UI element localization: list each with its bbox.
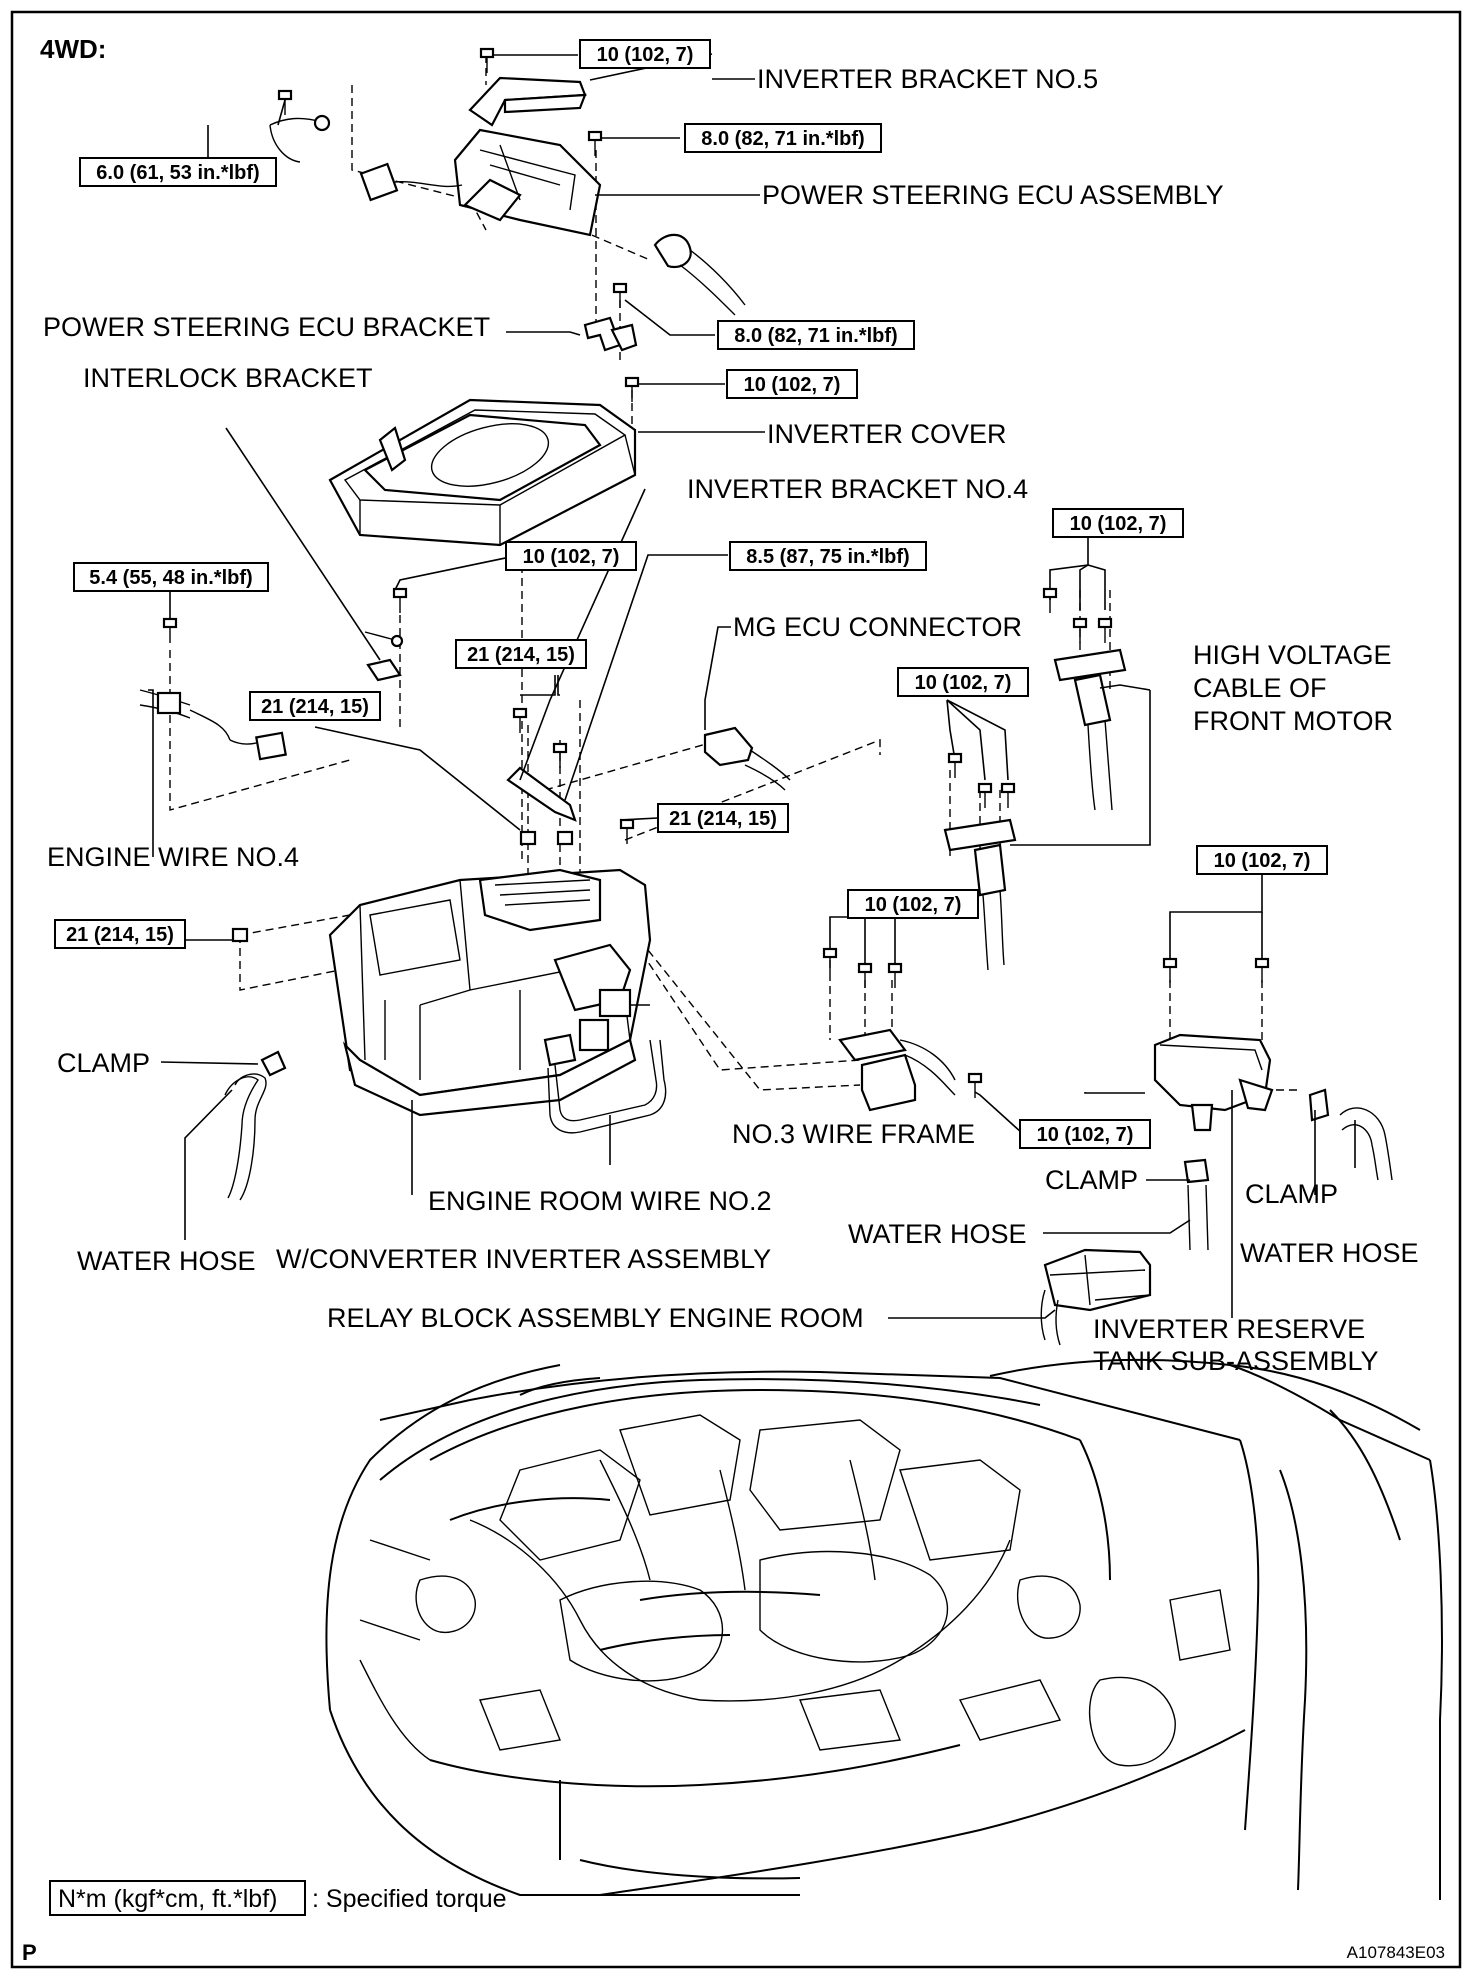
label-ps-ecu-bracket: POWER STEERING ECU BRACKET xyxy=(43,312,490,342)
water-hose-left-part xyxy=(224,1050,287,1201)
engine-room-wire-no2-part xyxy=(543,1018,667,1134)
legend-unit-box xyxy=(49,1880,306,1916)
page-marker: P xyxy=(22,1940,37,1965)
water-hose-right-part xyxy=(1308,1088,1393,1181)
torque-box-ecu-assembly: 8.0 (82, 71 in.*lbf) xyxy=(684,123,882,153)
label-inverter-bracket-no5: INVERTER BRACKET NO.5 xyxy=(757,64,1098,94)
torque-spec-boxes: 10 (102, 7) 6.0 (61, 53 in.*lbf) 8.0 (82… xyxy=(54,39,1328,1149)
inverter-reserve-tank-part xyxy=(1153,1033,1274,1132)
torque-value: 5.4 (55, 48 in.*lbf) xyxy=(89,567,252,589)
torque-value: 10 (102, 7) xyxy=(865,894,962,916)
diagram-title: 4WD: xyxy=(40,34,106,64)
torque-box-frame-bolt: 10 (102, 7) xyxy=(1019,1119,1151,1149)
label-interlock-bracket: INTERLOCK BRACKET xyxy=(83,363,373,393)
label-reserve-tank-line1: INVERTER RESERVE xyxy=(1093,1314,1365,1344)
label-relay-block: RELAY BLOCK ASSEMBLY ENGINE ROOM xyxy=(327,1303,864,1333)
label-reserve-tank-line2: TANK SUB-ASSEMBLY xyxy=(1093,1346,1379,1376)
mg-ecu-connector-part xyxy=(703,726,791,791)
torque-box-bolts-21a: 21 (214, 15) xyxy=(455,639,587,669)
inverter-bracket-no4 xyxy=(506,766,577,822)
label-water-hose-right: WATER HOSE xyxy=(1240,1238,1419,1268)
label-engine-wire-no4: ENGINE WIRE NO.4 xyxy=(47,842,299,872)
torque-value: 8.0 (82, 71 in.*lbf) xyxy=(734,325,897,347)
water-hose-mid-part xyxy=(1183,1158,1210,1251)
torque-value: 10 (102, 7) xyxy=(597,44,694,66)
torque-value: 10 (102, 7) xyxy=(1037,1124,1134,1146)
label-engine-room-wire-no2: ENGINE ROOM WIRE NO.2 xyxy=(428,1186,772,1216)
page-frame xyxy=(10,10,1462,1969)
torque-legend: N*m (kgf*cm, ft.*lbf) : Specified torque xyxy=(49,1880,507,1916)
torque-value: 21 (214, 15) xyxy=(467,644,575,666)
torque-box-nuts-21: 21 (214, 15) xyxy=(249,691,381,721)
torque-box-inverter-cover: 10 (102, 7) xyxy=(726,369,858,399)
torque-value: 21 (214, 15) xyxy=(669,808,777,830)
torque-value: 10 (102, 7) xyxy=(1070,513,1167,535)
label-inverter-bracket-no4: INVERTER BRACKET NO.4 xyxy=(687,474,1028,504)
torque-box-ground-top: 6.0 (61, 53 in.*lbf) xyxy=(79,157,277,187)
torque-box-wire-frame: 10 (102, 7) xyxy=(847,889,979,919)
torque-box-interlock: 10 (102, 7) xyxy=(505,541,637,571)
power-steering-ecu-bracket xyxy=(583,316,638,352)
label-no3-wire-frame: NO.3 WIRE FRAME xyxy=(732,1119,975,1149)
torque-value: 10 (102, 7) xyxy=(523,546,620,568)
torque-box-inverter-left: 21 (214, 15) xyxy=(54,919,186,949)
label-ps-ecu-assembly: POWER STEERING ECU ASSEMBLY xyxy=(762,180,1224,210)
hv-cable-mid-part xyxy=(943,818,1017,971)
torque-value: 8.0 (82, 71 in.*lbf) xyxy=(701,128,864,150)
inverter-assembly-part xyxy=(328,868,652,1117)
label-clamp-left: CLAMP xyxy=(57,1048,150,1078)
legend-text: : Specified torque xyxy=(312,1885,507,1913)
label-water-hose-left: WATER HOSE xyxy=(77,1246,256,1276)
label-hv-cable-line1: HIGH VOLTAGE xyxy=(1193,640,1392,670)
label-inverter-cover: INVERTER COVER xyxy=(767,419,1007,449)
inverter-bracket-no5 xyxy=(468,76,587,127)
torque-box-ecu-bracket: 8.0 (82, 71 in.*lbf) xyxy=(717,320,915,350)
figure-id: A107843E03 xyxy=(1347,1943,1445,1962)
inverter-cover xyxy=(328,398,637,547)
torque-box-tank: 10 (102, 7) xyxy=(1196,845,1328,875)
torque-box-hv-mid: 10 (102, 7) xyxy=(897,667,1029,697)
torque-value: 10 (102, 7) xyxy=(744,374,841,396)
label-mg-ecu-connector: MG ECU CONNECTOR xyxy=(733,612,1022,642)
component-labels: INVERTER BRACKET NO.5 POWER STEERING ECU… xyxy=(43,64,1419,1376)
torque-box-bracket-no5: 10 (102, 7) xyxy=(579,39,711,69)
torque-value: 10 (102, 7) xyxy=(1214,850,1311,872)
relay-block-part xyxy=(1040,1248,1152,1346)
legend-unit: N*m (kgf*cm, ft.*lbf) xyxy=(58,1885,277,1913)
torque-box-engine-wire4: 5.4 (55, 48 in.*lbf) xyxy=(73,562,269,592)
torque-value: 21 (214, 15) xyxy=(66,924,174,946)
torque-value: 6.0 (61, 53 in.*lbf) xyxy=(96,162,259,184)
label-water-hose-mid: WATER HOSE xyxy=(848,1219,1027,1249)
label-hv-cable-line2: CABLE OF xyxy=(1193,673,1327,703)
torque-value: 21 (214, 15) xyxy=(261,696,369,718)
vehicle-engine-bay-sketch xyxy=(325,1358,1443,1900)
fastener-symbols xyxy=(162,47,1270,1098)
engine-wire-no4-part xyxy=(139,689,287,761)
torque-box-bracket-no4: 8.5 (87, 75 in.*lbf) xyxy=(729,541,927,571)
power-steering-ecu-assembly xyxy=(269,114,746,316)
interlock-bracket-parts xyxy=(364,631,404,682)
hv-cable-top-part xyxy=(1053,648,1127,811)
torque-value: 8.5 (87, 75 in.*lbf) xyxy=(746,546,909,568)
torque-box-inverter-right: 21 (214, 15) xyxy=(657,803,789,833)
label-clamp-right: CLAMP xyxy=(1245,1179,1338,1209)
torque-value: 10 (102, 7) xyxy=(915,672,1012,694)
torque-box-hv-top: 10 (102, 7) xyxy=(1052,508,1184,538)
label-hv-cable-line3: FRONT MOTOR xyxy=(1193,706,1393,736)
label-inverter-assembly: W/CONVERTER INVERTER ASSEMBLY xyxy=(276,1244,771,1274)
no3-wire-frame-part xyxy=(838,1028,956,1112)
label-clamp-mid: CLAMP xyxy=(1045,1165,1138,1195)
